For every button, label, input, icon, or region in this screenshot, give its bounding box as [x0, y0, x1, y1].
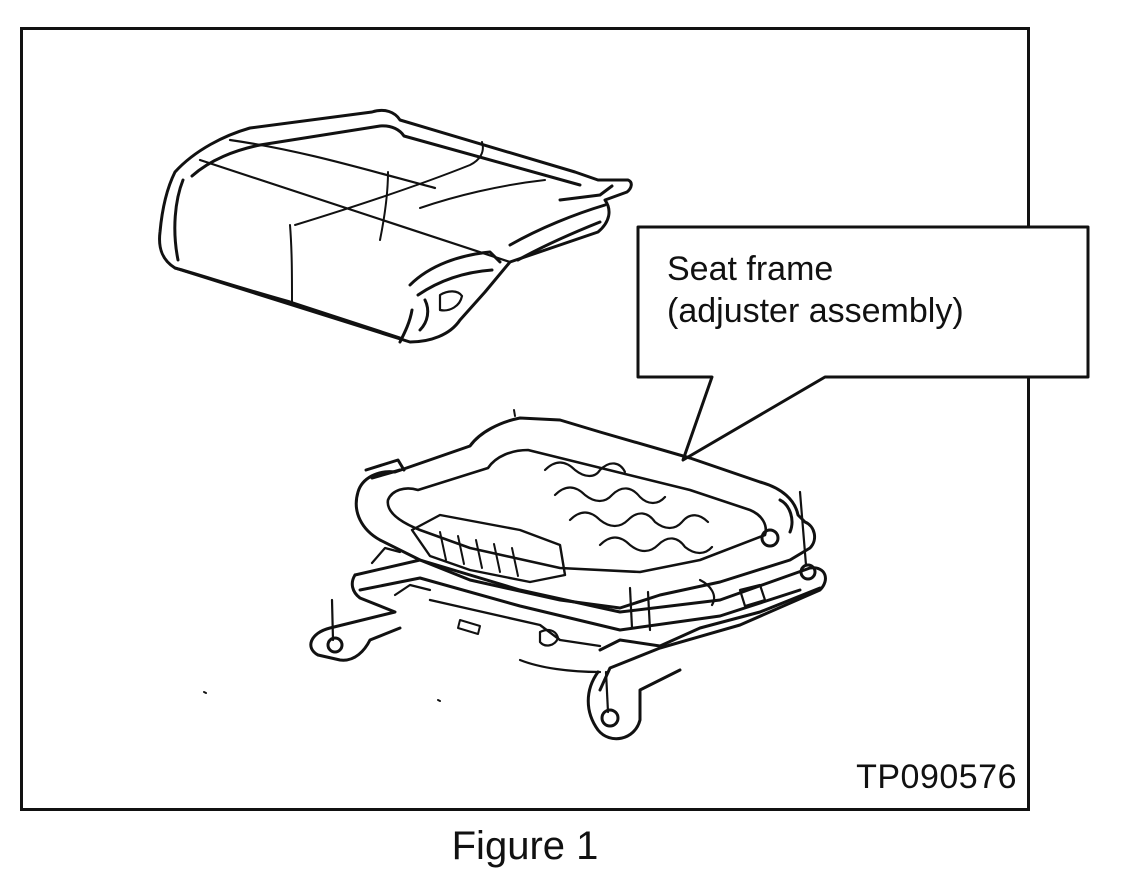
callout-label: Seat frame (adjuster assembly) [667, 248, 964, 332]
seat-cushion-pad [158, 108, 633, 344]
reference-code: TP090576 [856, 758, 1017, 796]
figure-caption: Figure 1 [451, 824, 599, 868]
callout-box [636, 225, 1090, 462]
callout-label-line-1: Seat frame [667, 250, 834, 288]
callout-label-line-2: (adjuster assembly) [667, 292, 964, 330]
seat-frame-adjuster [309, 416, 827, 741]
